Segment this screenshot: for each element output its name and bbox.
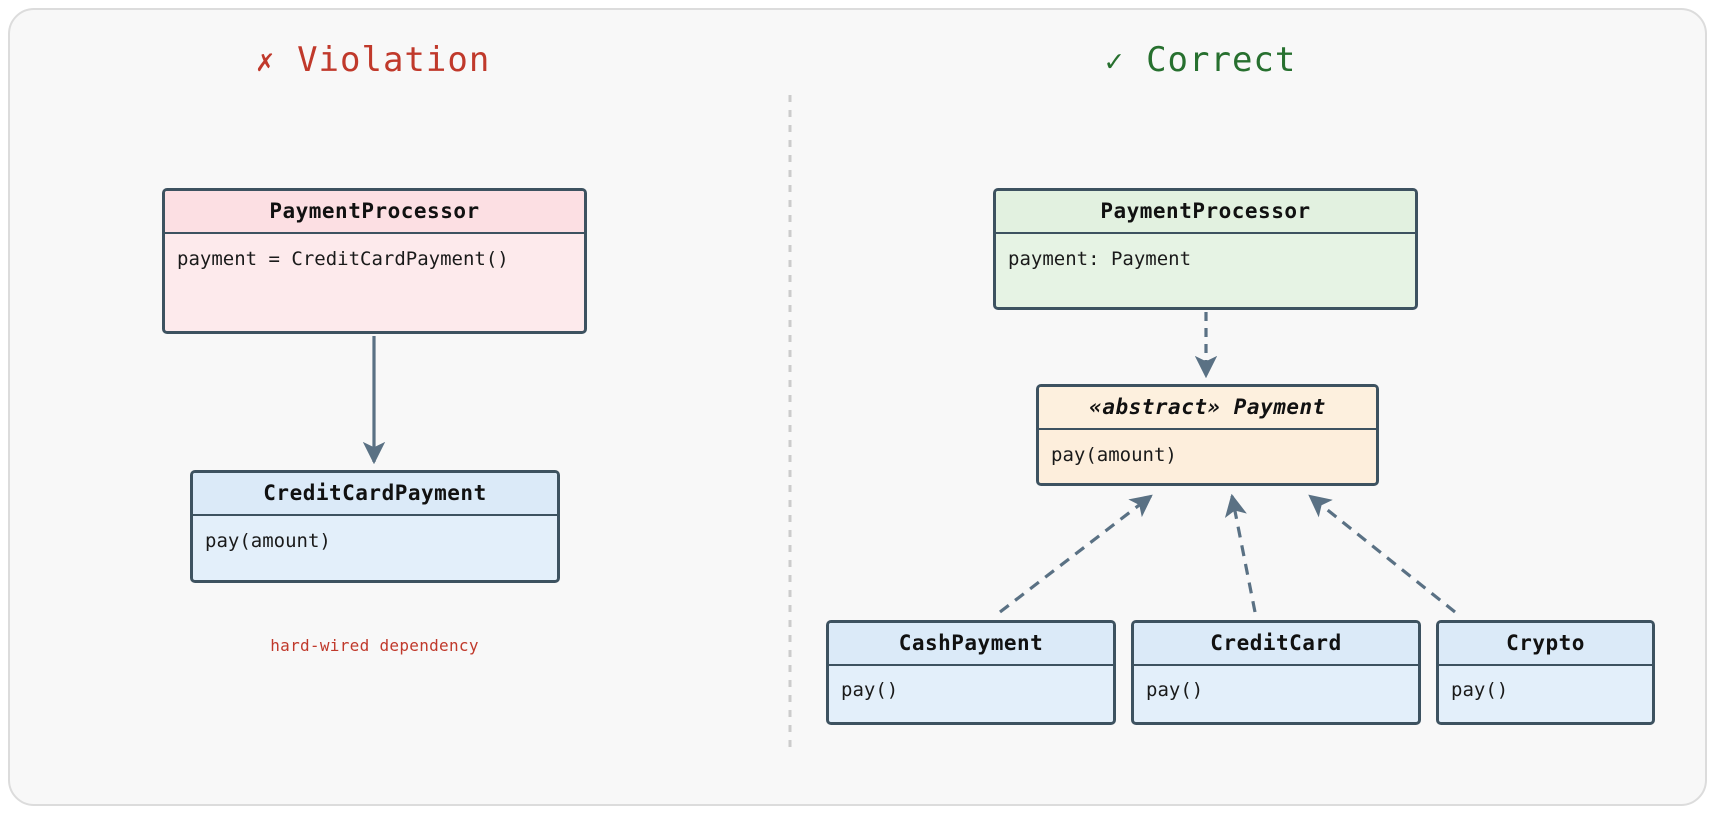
panel-title-correct-label: Correct — [1146, 40, 1297, 80]
class-method-pay-amount: pay(amount) — [205, 530, 331, 552]
panel-title-violation: ✗ Violation — [256, 40, 490, 80]
class-box-payment-processor-violation[interactable]: PaymentProcessor payment = CreditCardPay… — [162, 188, 587, 334]
class-method-pay-cash: pay() — [841, 679, 899, 701]
class-name-credit-card: CreditCard — [1134, 623, 1418, 666]
class-attribute-payment: payment = CreditCardPayment() — [177, 248, 509, 270]
class-box-abstract-payment[interactable]: «abstract» Payment pay(amount) — [1036, 384, 1379, 486]
class-name-cash-payment: CashPayment — [829, 623, 1113, 666]
class-box-credit-card-payment[interactable]: CreditCardPayment pay(amount) — [190, 470, 560, 583]
class-name-payment-processor: PaymentProcessor — [165, 191, 584, 234]
class-name-abstract-payment: «abstract» Payment — [1039, 387, 1376, 430]
class-name-credit-card-payment: CreditCardPayment — [193, 473, 557, 516]
class-name-payment-processor-correct: PaymentProcessor — [996, 191, 1415, 234]
class-attribute-payment-typed: payment: Payment — [1008, 248, 1192, 270]
class-name-crypto: Crypto — [1439, 623, 1652, 666]
class-box-cash-payment[interactable]: CashPayment pay() — [826, 620, 1116, 725]
cross-icon: ✗ — [256, 44, 276, 79]
panel-title-correct: ✓ Correct — [1105, 40, 1296, 80]
class-method-pay-creditcard: pay() — [1146, 679, 1204, 701]
class-box-credit-card[interactable]: CreditCard pay() — [1131, 620, 1421, 725]
class-box-crypto[interactable]: Crypto pay() — [1436, 620, 1655, 725]
check-icon: ✓ — [1105, 44, 1125, 79]
class-box-payment-processor-correct[interactable]: PaymentProcessor payment: Payment — [993, 188, 1418, 310]
caption-hard-wired-dependency: hard-wired dependency — [270, 636, 479, 655]
class-method-pay-crypto: pay() — [1451, 679, 1509, 701]
panel-title-violation-label: Violation — [297, 40, 491, 80]
class-method-pay-amount-abstract: pay(amount) — [1051, 444, 1177, 466]
